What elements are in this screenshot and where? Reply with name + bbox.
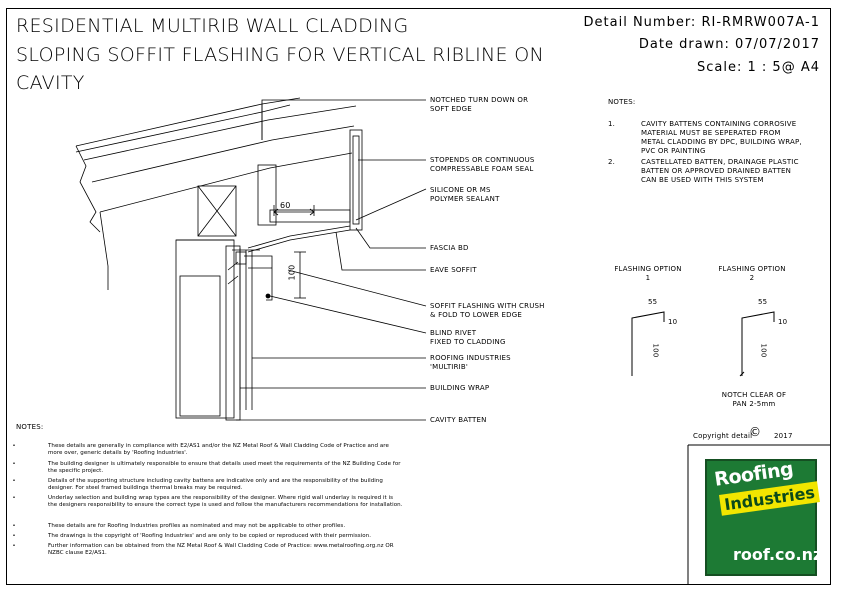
callout-soffit-flashing: SOFFIT FLASHING WITH CRUSH & FOLD TO LOW… [430, 302, 545, 319]
dim-100: 100 [287, 264, 297, 281]
callout-notched: NOTCHED TURN DOWN OR SOFT EDGE [430, 96, 529, 113]
note-2-num: 2. [608, 158, 616, 166]
copyright-text: Copyright detail [693, 432, 753, 440]
bullet-3: • [12, 478, 16, 484]
roof-line-4 [91, 125, 355, 183]
note-1-text: CAVITY BATTENS CONTAINING CORROSIVE MATE… [641, 120, 802, 155]
bullet-6: • [12, 533, 16, 539]
note-bottom-3: Details of the supporting structure incl… [48, 478, 383, 491]
callout-eave: EAVE SOFFIT [430, 266, 477, 274]
opt1-dim-10: 10 [668, 318, 678, 326]
flashing-option-1-label: FLASHING OPTION 1 [614, 265, 682, 282]
copyright-year: 2017 [774, 432, 793, 440]
notes-right-heading: NOTES: [608, 98, 636, 106]
callout-rivet: BLIND RIVET FIXED TO CLADDING [430, 329, 506, 346]
callout-stopends: STOPENDS OR CONTINUOUS COMPRESSABLE FOAM… [430, 156, 535, 173]
title-line-2: SLOPING SOFFIT FLASHING FOR VERTICAL RIB… [16, 44, 544, 66]
flashing-option-2-profile [741, 311, 775, 376]
callout-wrap: BUILDING WRAP [430, 384, 490, 392]
notes-bottom-heading: NOTES: [16, 423, 44, 431]
opt2-dim-55: 55 [758, 298, 768, 306]
roof-line-2 [75, 104, 291, 153]
dim-60: 60 [280, 201, 291, 210]
title-line-1: RESIDENTIAL MULTIRIB WALL CLADDING [16, 15, 409, 37]
callout-silicone: SILICONE OR MS POLYMER SEALANT [430, 186, 500, 203]
bullet-4: • [12, 495, 16, 501]
flashing-option-2-label: FLASHING OPTION 2 [718, 265, 786, 282]
roofing-industries-logo: Roofing Industries roof.co.nz [705, 458, 822, 576]
notch-note: NOTCH CLEAR OF PAN 2-5mm [721, 391, 787, 408]
note-bottom-4: Underlay selection and building wrap typ… [48, 495, 403, 508]
note-2-text: CASTELLATED BATTEN, DRAINAGE PLASTIC BAT… [641, 158, 799, 184]
logo-url: roof.co.nz [733, 545, 823, 564]
scale: Scale: 1 : 5@ A4 [697, 60, 820, 75]
bullet-7: • [12, 543, 16, 549]
bullet-1: • [12, 443, 16, 449]
note-1-num: 1. [608, 120, 616, 128]
opt2-dim-100: 100 [759, 343, 768, 358]
note-bottom-2: The building designer is ultimately resp… [48, 461, 401, 474]
opt1-dim-100: 100 [651, 343, 660, 358]
callout-batten: CAVITY BATTEN [430, 416, 487, 424]
opt2-dim-10: 10 [778, 318, 788, 326]
roof-line-3 [83, 105, 357, 161]
roof-line-top [75, 97, 301, 147]
callout-fascia: FASCIA BD [430, 244, 469, 252]
bullet-2: • [12, 461, 16, 467]
sheet-border [6, 8, 831, 585]
note-bottom-7: Further information can be obtained from… [48, 543, 394, 556]
note-bottom-6: The drawings is the copyright of 'Roofin… [48, 533, 372, 539]
rafter-bottom [99, 152, 353, 213]
title-line-3: CAVITY [16, 72, 85, 94]
callout-multirib: ROOFING INDUSTRIES 'MULTIRIB' [430, 354, 511, 371]
opt1-dim-55: 55 [648, 298, 658, 306]
date-drawn: Date drawn: 07/07/2017 [638, 37, 820, 52]
flashing-option-1-profile [631, 311, 665, 376]
note-bottom-1: These details are generally in complianc… [48, 443, 389, 456]
copyright-symbol: © [749, 425, 762, 439]
detail-number: Detail Number: RI-RMRW007A-1 [583, 15, 820, 30]
note-bottom-5: These details are for Roofing Industries… [48, 523, 346, 529]
bullet-5: • [12, 523, 16, 529]
